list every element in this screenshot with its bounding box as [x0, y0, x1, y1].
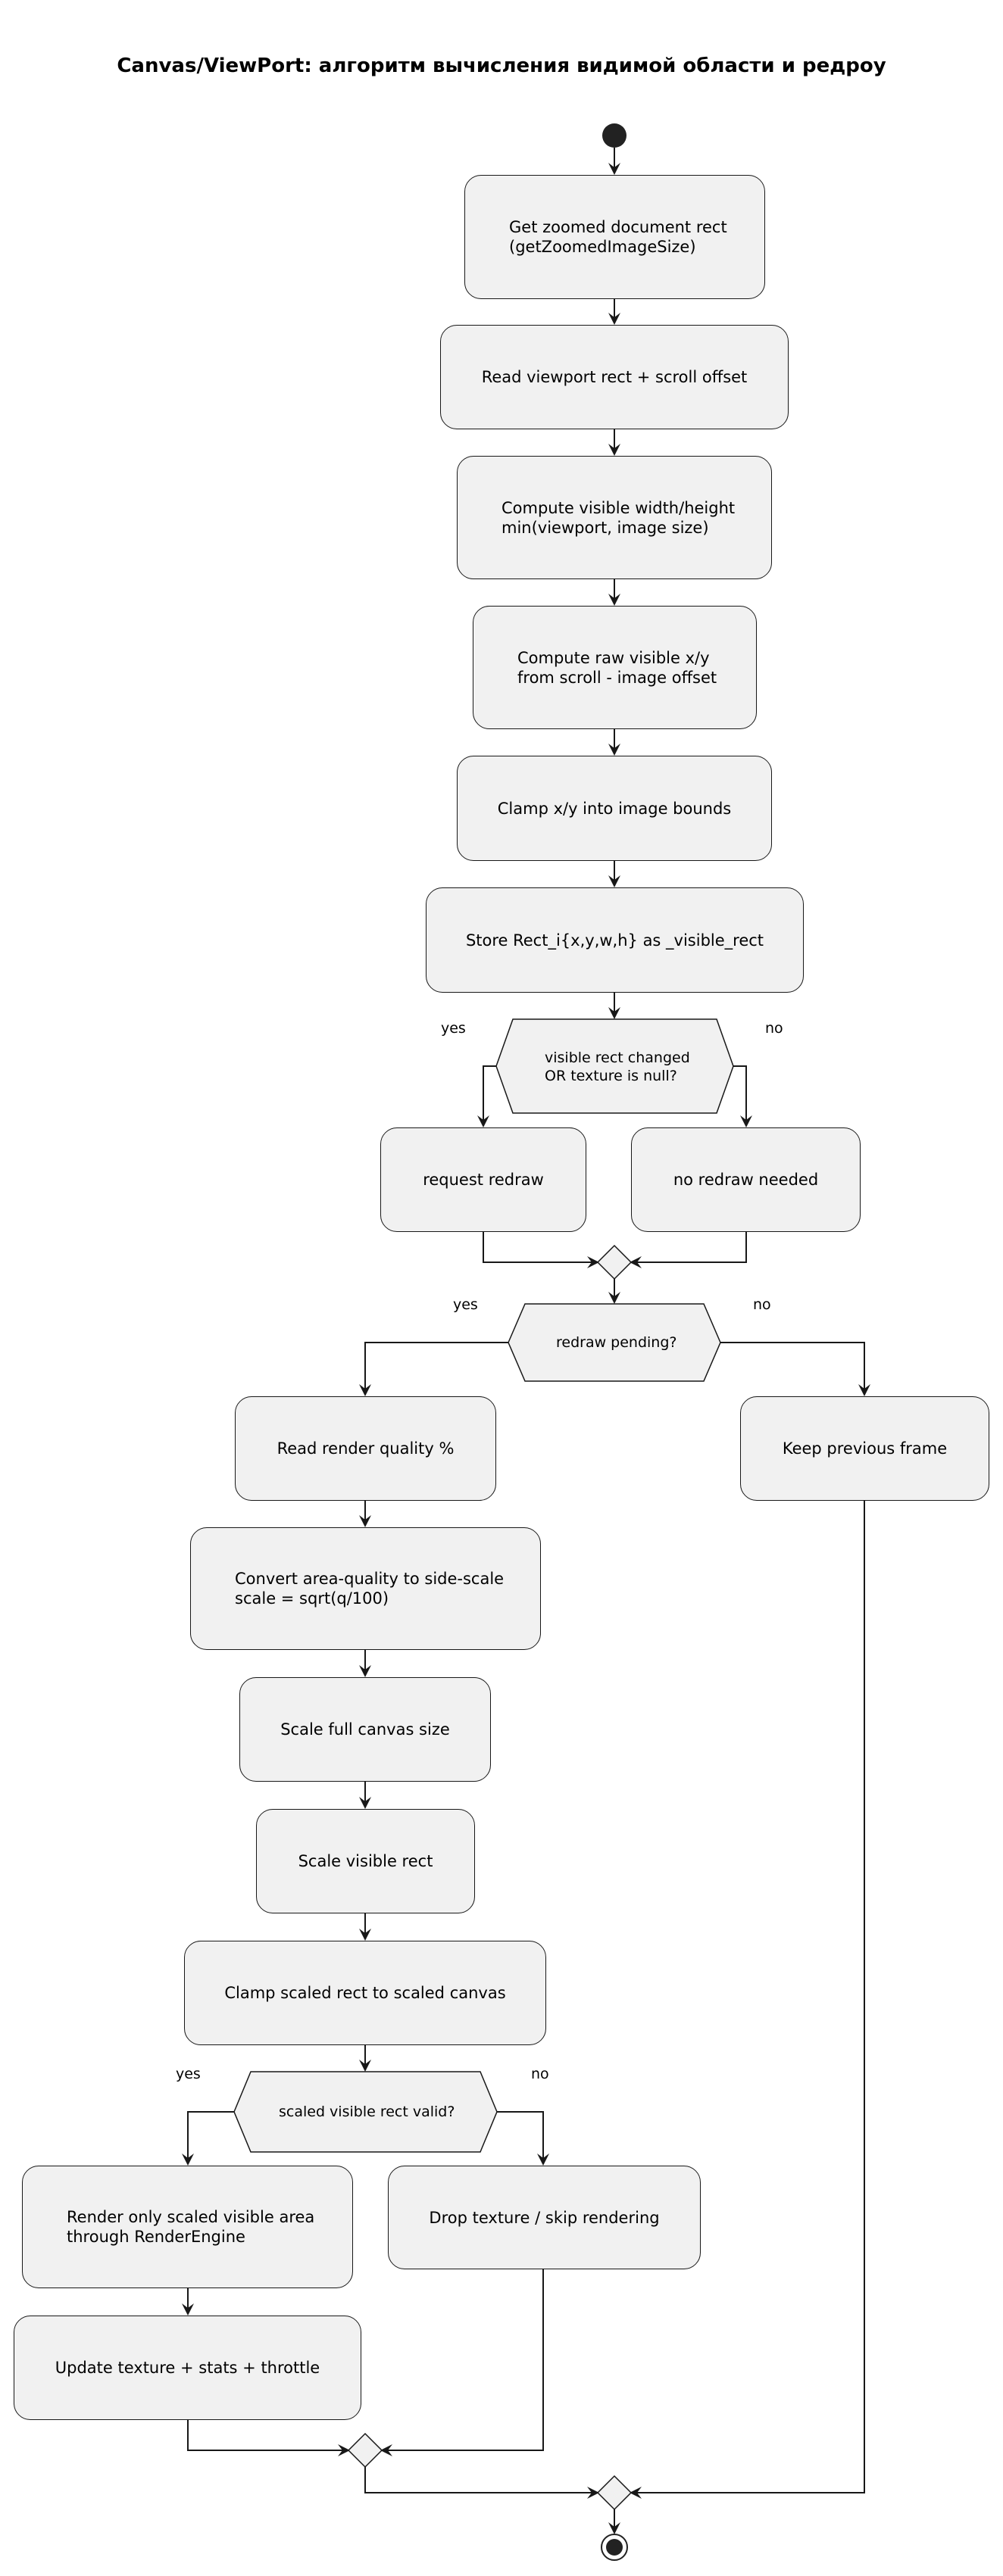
node-read-quality: Read render quality % [235, 1396, 496, 1501]
node-store-rect: Store Rect_i{x,y,w,h} as _visible_rect [426, 887, 804, 993]
node-render-visible-area: Render only scaled visible area through … [22, 2166, 353, 2288]
node-update-texture: Update texture + stats + throttle [14, 2316, 361, 2420]
branch-label-yes: yes [441, 1020, 466, 1037]
decision-changed-shape [495, 1018, 734, 1114]
start-node [602, 123, 626, 148]
node-request-redraw: request redraw [380, 1127, 586, 1232]
node-no-redraw: no redraw needed [631, 1127, 861, 1232]
branch-label-no: no [531, 2066, 549, 2082]
decision-pending-shape [508, 1303, 721, 1382]
node-scale-canvas: Scale full canvas size [239, 1677, 491, 1782]
node-get-zoomed-rect: Get zoomed document rect (getZoomedImage… [464, 175, 765, 299]
node-clamp-scaled-rect: Clamp scaled rect to scaled canvas [184, 1941, 546, 2045]
branch-label-yes: yes [176, 2066, 201, 2082]
branch-label-no: no [753, 1296, 771, 1313]
node-keep-frame: Keep previous frame [740, 1396, 989, 1501]
node-clamp-xy: Clamp x/y into image bounds [457, 756, 772, 861]
node-compute-visible-wh: Compute visible width/height min(viewpor… [457, 456, 772, 579]
merge-diamond-1 [596, 1244, 633, 1280]
merge-diamond-2 [347, 2432, 383, 2468]
node-scale-visible-rect: Scale visible rect [256, 1809, 475, 1913]
node-compute-raw-xy: Compute raw visible x/y from scroll - im… [473, 606, 757, 729]
decision-pending-text: redraw pending? [556, 1334, 677, 1351]
diagram-title: Canvas/ViewPort: алгоритм вычисления вид… [117, 55, 886, 77]
node-convert-quality: Convert area-quality to side-scale scale… [190, 1527, 541, 1650]
decision-changed-text: visible rect changed OR texture is null? [545, 1049, 690, 1084]
merge-diamond-3 [596, 2475, 633, 2511]
node-read-viewport: Read viewport rect + scroll offset [440, 325, 789, 429]
node-drop-texture: Drop texture / skip rendering [388, 2166, 701, 2269]
branch-label-no: no [765, 1020, 783, 1037]
decision-valid-shape [233, 2071, 498, 2153]
decision-valid-text: scaled visible rect valid? [279, 2104, 455, 2120]
branch-label-yes: yes [453, 1296, 478, 1313]
